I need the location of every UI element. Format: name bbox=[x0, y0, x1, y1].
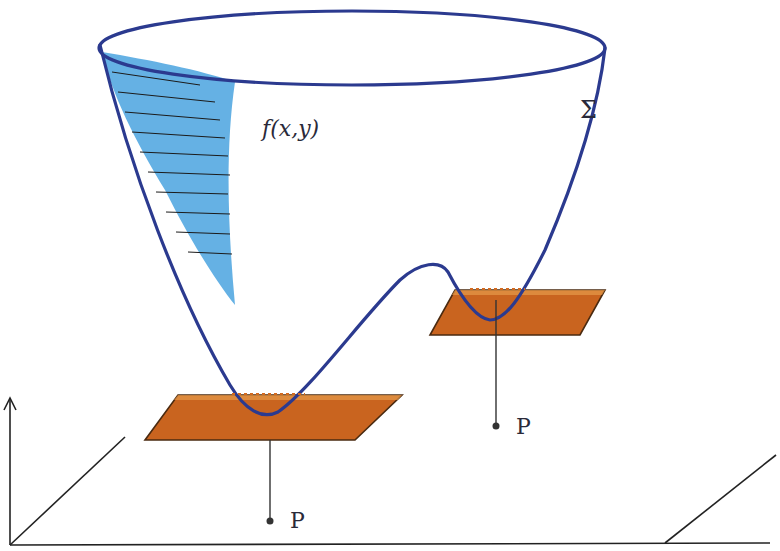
tangent-plane bbox=[145, 395, 402, 440]
point-label: P bbox=[290, 510, 305, 532]
function-label: f(x,y) bbox=[262, 118, 319, 140]
surface-shading bbox=[102, 52, 235, 305]
projection-line bbox=[270, 300, 496, 520]
tangency-mark bbox=[232, 289, 525, 394]
surface-outline bbox=[99, 11, 605, 415]
surface-label: Σ bbox=[580, 98, 597, 122]
coordinate-axes bbox=[4, 398, 776, 545]
hatching bbox=[112, 72, 232, 254]
point-label: P bbox=[516, 416, 531, 438]
